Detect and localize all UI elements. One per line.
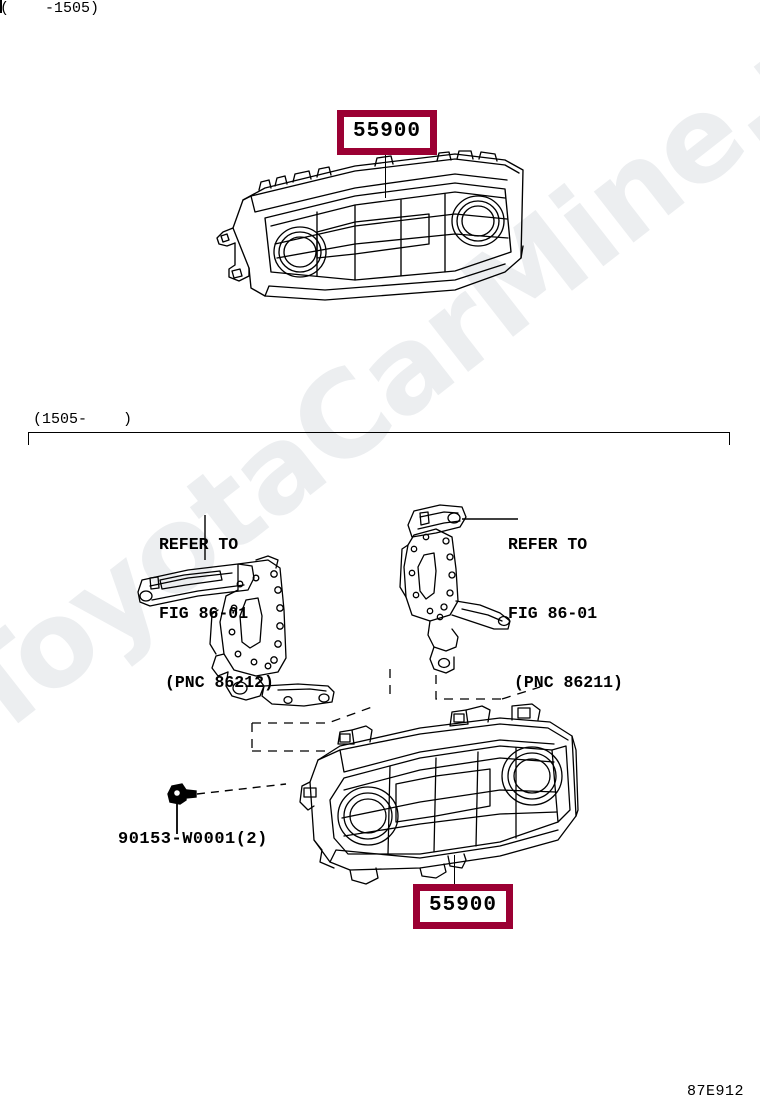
section-range-label-top: ( -1505) [0,0,100,17]
refer-to-right-pnc: (PNC 86211) [514,673,623,692]
callout-leader-top [385,148,386,198]
refer-to-right-line1: REFER TO [508,535,588,554]
mounting-bracket-left-illustration [128,550,353,715]
control-panel-illustration-top [205,140,545,305]
refer-to-right-leader [462,512,518,526]
section-range-label-bottom: (1505- ) [33,411,133,428]
refer-to-block-right: REFER TO FIG 86-01 (PNC 86211) [508,487,623,717]
refer-to-block-left: REFER TO FIG 86-01 (PNC 86212) [159,487,274,717]
section-divider-bottom [28,432,730,445]
fastener-part-number-label: 90153-W0001(2) [118,830,268,849]
refer-to-left-line2: FIG 86-01 [159,604,249,623]
control-panel-illustration-bottom [299,690,595,890]
refer-to-left-leader [190,515,220,560]
callout-leader-bottom [454,855,455,885]
section-divider-top [0,0,2,13]
figure-code-label: 87E912 [686,1083,744,1100]
mounting-bracket-right-illustration [399,497,540,687]
fastener-bolt-icon [166,782,296,838]
assembly-dashed-guides [240,665,570,795]
refer-to-left-pnc: (PNC 86212) [165,673,274,692]
refer-to-right-line2: FIG 86-01 [508,604,598,623]
part-number-callout-55900-bottom[interactable]: 55900 [413,884,514,929]
part-number-callout-55900-top[interactable]: 55900 [337,110,438,155]
refer-to-left-line1: REFER TO [159,535,239,554]
